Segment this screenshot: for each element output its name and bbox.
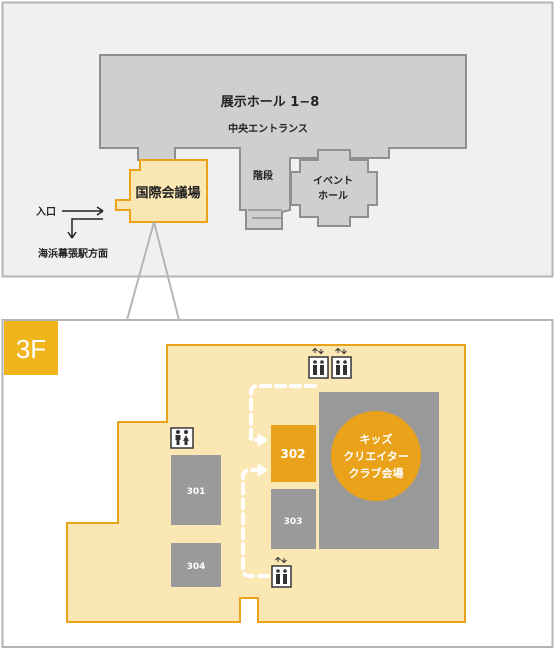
- hall-label: 展示ホール 1−8: [221, 95, 320, 110]
- elevator-icon: [271, 556, 292, 588]
- elevator-icon: [331, 347, 352, 379]
- conference-label: 国際会議場: [135, 185, 200, 201]
- room-301-label: 301: [187, 487, 206, 497]
- station-label: 海浜幕張駅方面: [38, 247, 108, 260]
- station-arrow-icon: [67, 218, 103, 239]
- callout-lines: [126, 221, 180, 321]
- event-hall-label-1: イベント: [313, 175, 353, 187]
- venue-label-1: キッズ: [360, 432, 393, 446]
- route-path: [241, 384, 317, 578]
- room-302: [271, 425, 316, 482]
- floor-badge: [4, 321, 58, 375]
- elevator-icon: [308, 347, 329, 379]
- room-303-label: 303: [284, 517, 303, 527]
- room-303: [271, 489, 316, 549]
- stairs-label: 階段: [253, 169, 273, 182]
- room-304: [171, 543, 221, 587]
- venue-label-3: クラブ会場: [349, 466, 404, 480]
- room-302-label: 302: [280, 447, 305, 461]
- floor-badge-label: 3F: [16, 334, 46, 364]
- room-304-label: 304: [187, 562, 206, 572]
- entrance-label: 中央エントランス: [228, 122, 308, 135]
- entry-label: 入口: [36, 206, 56, 218]
- event-hall: [290, 149, 378, 227]
- exhibition-hall: [99, 54, 467, 230]
- room-301: [171, 455, 221, 525]
- venue-label-2: クリエイター: [343, 450, 409, 463]
- conference-center: [115, 159, 208, 223]
- restroom-icon: [170, 427, 194, 449]
- stairs-lines: [248, 209, 282, 219]
- venue-marker: [331, 411, 421, 501]
- entry-arrow-icon: [62, 206, 104, 216]
- event-hall-label-2: ホール: [318, 190, 348, 202]
